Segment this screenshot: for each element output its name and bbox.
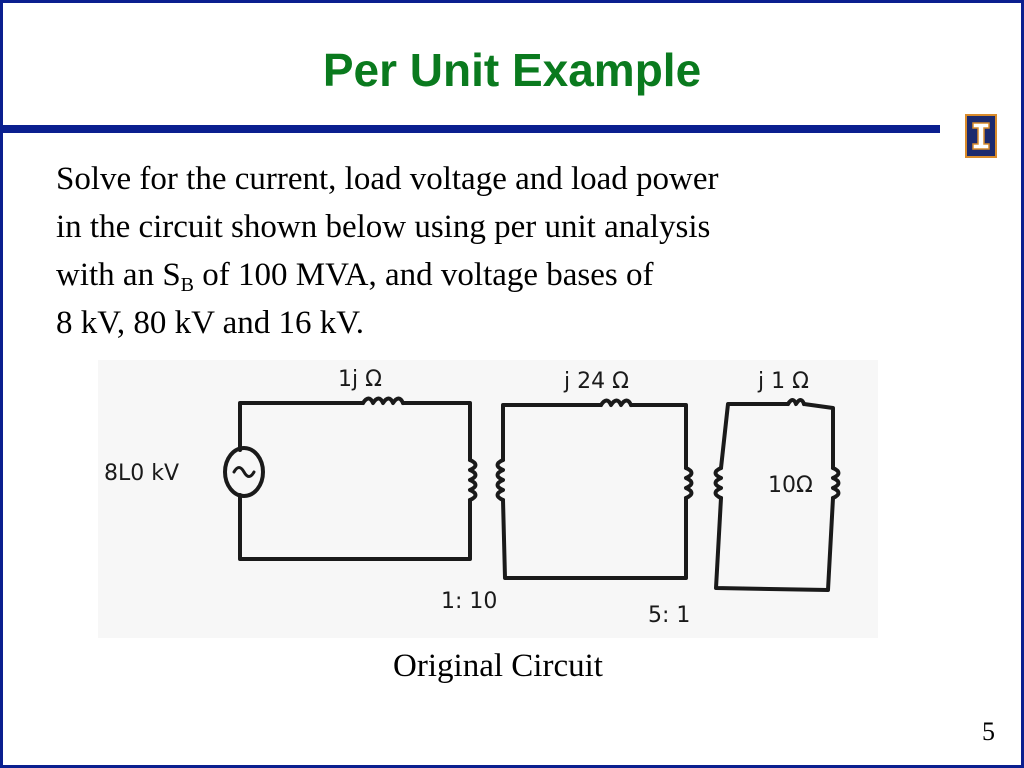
problem-line-3-prefix: with an S [56,257,181,293]
problem-statement: Solve for the current, load voltage and … [56,155,876,347]
line1-impedance-label: 1j Ω [338,367,382,392]
loop1-top-wire [238,401,365,452]
source-voltage-label: 8L0 kV [104,461,179,486]
problem-line-3: with an SB of 100 MVA, and voltage bases… [56,251,876,299]
line3-inductor [786,398,806,406]
loop1-top-wire-right [401,401,472,462]
line3-impedance-label: j 1 Ω [757,369,809,394]
problem-line-1: Solve for the current, load voltage and … [56,161,719,197]
problem-line-4: 8 kV, 80 kV and 16 kV. [56,305,365,341]
transformer2-ratio-label: 5: 1 [648,603,690,628]
voltage-source-icon [223,446,265,498]
loop3-bottom-wire [714,496,835,592]
circuit-diagram: 8L0 kV 1j Ω j 24 Ω j 1 Ω 10Ω 1: 10 5: 1 [104,367,841,628]
university-logo-icon [965,114,997,158]
page-number: 5 [982,717,995,746]
base-power-subscript: B [180,274,195,296]
line2-impedance-label: j 24 Ω [563,369,629,394]
loop1-right-bottom-wire [238,493,472,561]
transformer1-primary-coil [468,458,478,502]
loop3-top-right-wire [802,402,835,470]
line2-inductor [599,398,633,407]
loop2-bottom-wire [501,496,688,580]
loop2-left-wire [501,403,603,462]
load-resistance-label: 10Ω [768,473,813,498]
figure-caption: Original Circuit [393,648,603,684]
loop2-right-wire [629,403,688,470]
transformer1-ratio-label: 1: 10 [441,589,497,614]
transformer2-secondary-coil [713,466,723,500]
problem-line-2: in the circuit shown below using per uni… [56,209,711,245]
source-wave [232,466,256,478]
slide-title: Per Unit Example [322,44,702,96]
load-coil [831,466,841,500]
circuit-figure: 8L0 kV 1j Ω j 24 Ω j 1 Ω 10Ω 1: 10 5: 1 [98,360,878,638]
problem-line-3-suffix: of 100 MVA, and voltage bases of [194,257,654,293]
transformer2-primary-coil [684,466,694,500]
loop3-left-wire [719,402,790,470]
transformer1-secondary-coil [495,458,505,502]
title-divider [3,125,940,133]
line1-inductor [361,396,405,405]
